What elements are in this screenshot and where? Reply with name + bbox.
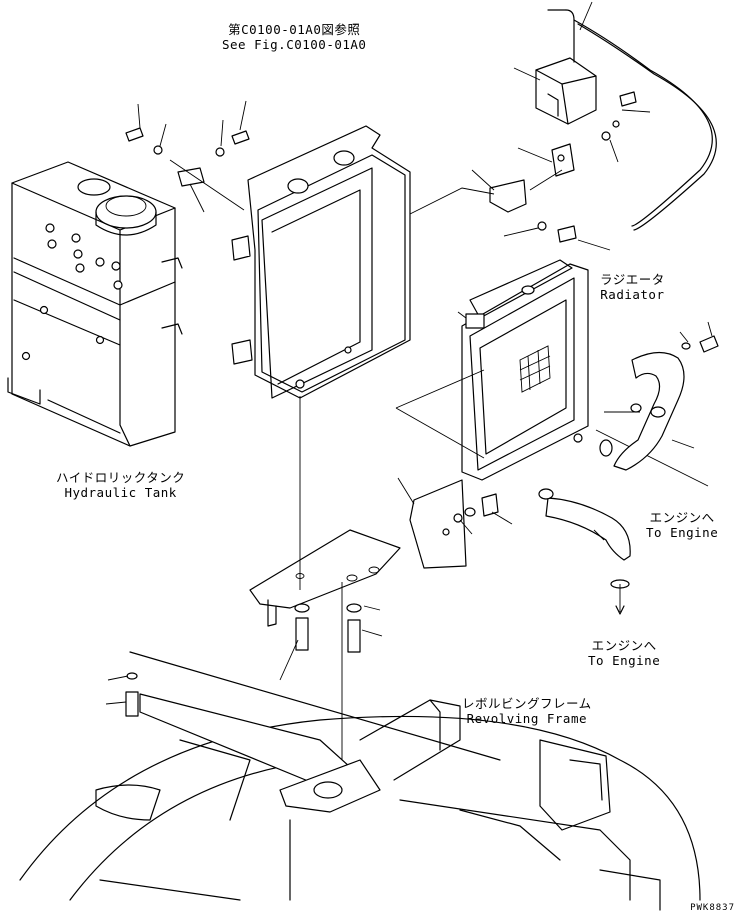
see-fig-label: 第C0100-01A0図参照 See Fig.C0100-01A0 [222, 22, 366, 52]
to-engine-upper-label-jp: エンジンへ [649, 510, 715, 525]
hydraulic-tank-label-jp: ハイドロリックタンク [56, 470, 186, 485]
drawing-code: PWK8837 [690, 903, 735, 913]
hydraulic-tank-label: ハイドロリックタンク Hydraulic Tank [56, 470, 185, 500]
hydraulic-tank [7, 161, 183, 447]
revolving-frame [19, 651, 701, 911]
revolving-frame-label-en: Revolving Frame [466, 711, 588, 726]
lower-hose [538, 439, 631, 615]
to-engine-lower-label-jp: エンジンへ [591, 638, 657, 653]
to-engine-upper-label: エンジンへ To Engine [646, 510, 718, 540]
ref-lines [395, 369, 709, 487]
mounting-bolts [105, 603, 383, 717]
to-engine-lower-label: エンジンへ To Engine [588, 638, 660, 668]
reserve-tank [513, 1, 717, 231]
to-engine-upper-label-en: To Engine [646, 525, 719, 540]
radiator [457, 259, 589, 481]
radiator-label-jp: ラジエータ [600, 272, 665, 287]
to-engine-lower-label-en: To Engine [588, 653, 661, 668]
bracket-hardware [409, 91, 651, 251]
see-fig-label-en: See Fig.C0100-01A0 [222, 37, 367, 52]
radiator-label: ラジエータ Radiator [600, 272, 665, 302]
support-brackets [249, 396, 513, 770]
hydraulic-tank-label-en: Hydraulic Tank [64, 485, 177, 500]
see-fig-label-jp: 第C0100-01A0図参照 [228, 22, 361, 37]
radiator-shroud [231, 125, 411, 399]
revolving-frame-label-jp: レボルビングフレーム [462, 696, 592, 711]
radiator-label-en: Radiator [600, 287, 665, 302]
revolving-frame-label: レボルビングフレーム Revolving Frame [462, 696, 592, 726]
upper-hose [613, 321, 719, 471]
bolt-group-left [125, 100, 250, 213]
